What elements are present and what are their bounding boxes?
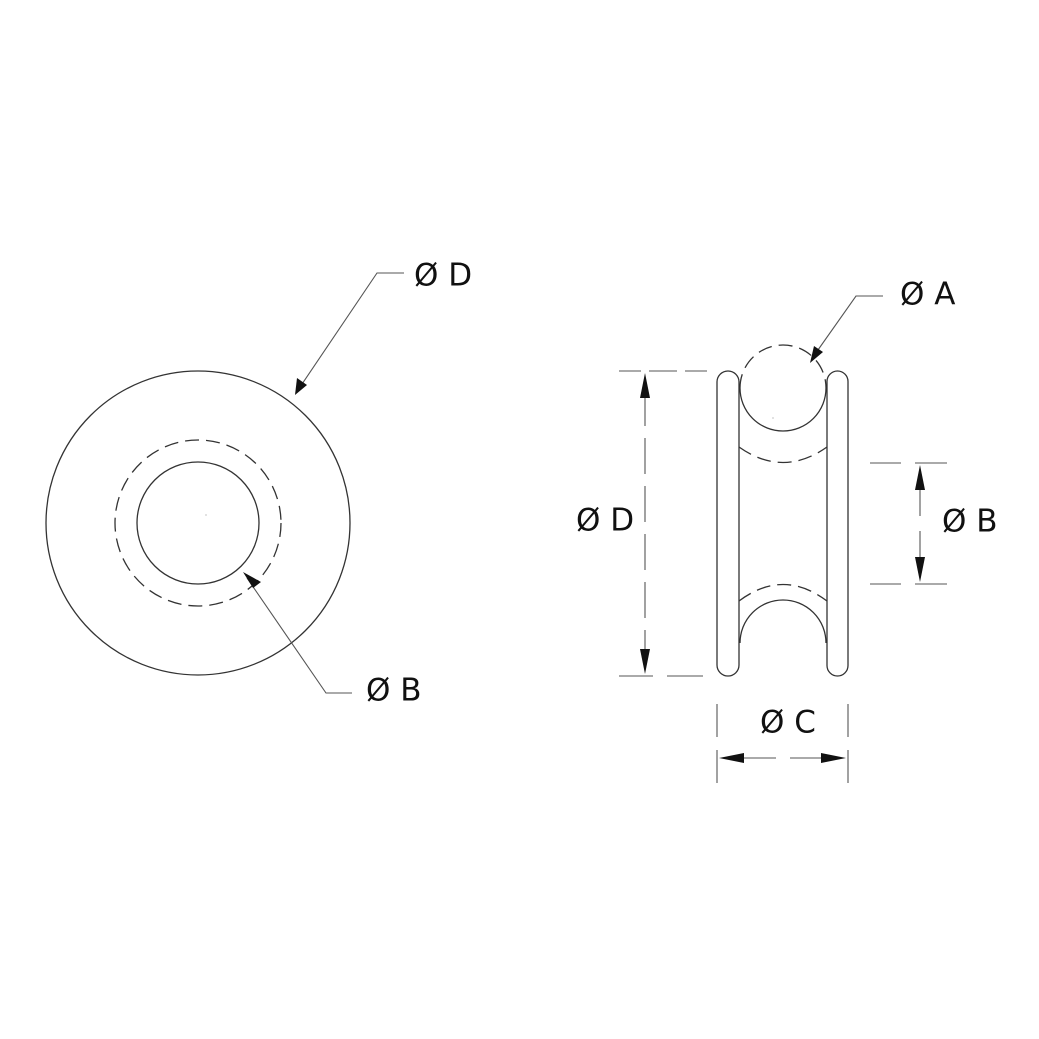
- front-d-leader: [295, 272, 404, 395]
- center-mark: [205, 514, 207, 516]
- side-c-label: Ø C: [760, 705, 816, 741]
- front-d-label: Ø D: [414, 258, 472, 294]
- arrowhead-icon: [915, 557, 925, 582]
- bore-circle: [136, 461, 260, 585]
- arrowhead-icon: [640, 373, 650, 398]
- arrowhead-icon: [915, 465, 925, 490]
- left-flange: [716, 370, 740, 677]
- side-c-dimension: [716, 704, 849, 783]
- outer-diameter-circle: [45, 370, 351, 676]
- side-a-label: Ø A: [900, 277, 955, 313]
- groove-root-hidden-arc-bottom: [738, 583, 828, 602]
- arrowhead-icon: [295, 378, 307, 395]
- front-b-label: Ø B: [366, 673, 422, 709]
- arrowhead-icon: [243, 572, 261, 588]
- arrowhead-icon: [821, 753, 846, 763]
- front-b-leader: [243, 572, 352, 694]
- center-mark: [772, 417, 774, 419]
- front-view: Ø D Ø B: [45, 258, 472, 709]
- side-b-dimension: [870, 462, 947, 585]
- groove-root-hidden-arc-top: [738, 446, 828, 464]
- side-a-leader: [810, 295, 883, 363]
- right-flange: [826, 370, 849, 677]
- arrowhead-icon: [640, 649, 650, 674]
- arrowhead-icon: [719, 753, 744, 763]
- side-d-label: Ø D: [576, 503, 634, 539]
- side-b-label: Ø B: [942, 504, 998, 540]
- groove-profile-hidden-arc: [739, 344, 827, 389]
- groove-profile-solid-arc: [739, 387, 827, 432]
- arrowhead-icon: [810, 346, 823, 363]
- side-view: Ø A Ø D Ø B: [576, 277, 998, 783]
- groove-hidden-circle: [114, 439, 282, 607]
- side-d-dimension: [619, 370, 707, 677]
- groove-profile-bottom-arc: [739, 599, 827, 644]
